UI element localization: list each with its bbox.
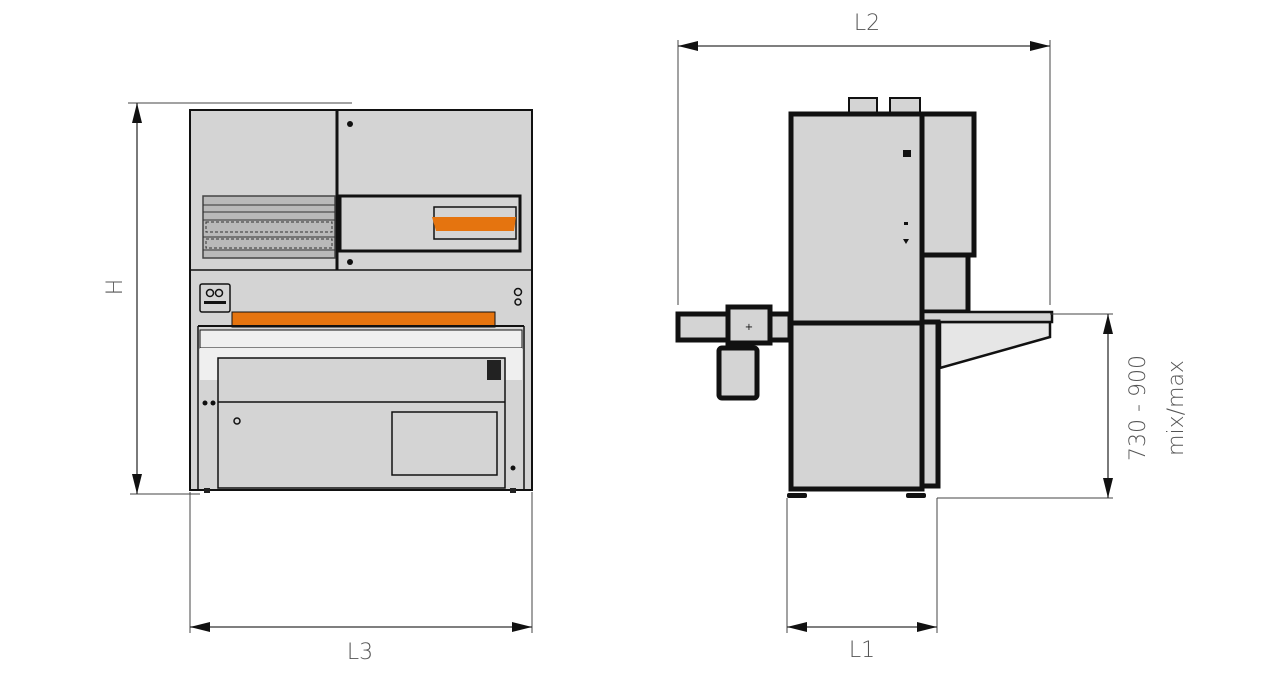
control-screen <box>338 194 522 253</box>
dimension-L2: L2 <box>677 11 1051 305</box>
dimension-label-L2: L2 <box>854 11 880 36</box>
lower-door <box>217 357 506 489</box>
main-column-upper <box>788 111 925 326</box>
svg-text:+: + <box>745 322 753 333</box>
dimension-label-table-height: 730 - 900 <box>1126 355 1151 461</box>
dimension-label-L3: L3 <box>347 640 373 665</box>
front-view <box>189 109 533 493</box>
dimension-label-min-max: mix/max <box>1164 360 1189 456</box>
dimension-label-L1: L1 <box>849 638 875 663</box>
infeed-guard <box>231 311 496 328</box>
dimension-L1: L1 <box>786 498 938 663</box>
dimension-H: H <box>103 102 352 495</box>
side-view: + <box>675 97 1054 498</box>
terminal-block <box>202 195 336 259</box>
main-column-lower <box>788 320 925 492</box>
dimension-table-height: 730 - 900 mix/max <box>937 313 1189 499</box>
knob-panel <box>199 283 523 313</box>
dimension-label-H: H <box>103 279 128 296</box>
inspection-window <box>391 411 498 476</box>
dimension-L3: L3 <box>189 492 533 665</box>
